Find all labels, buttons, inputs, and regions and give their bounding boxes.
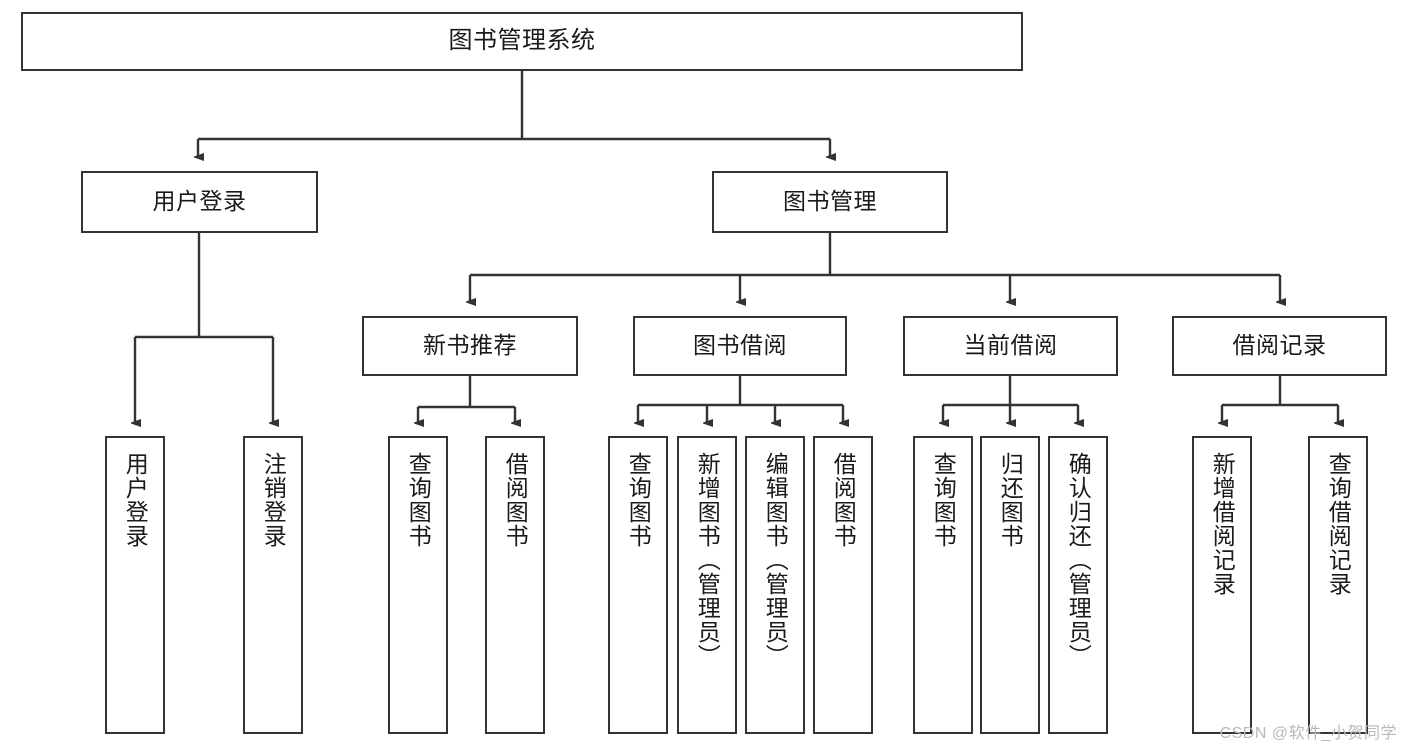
node-user-login[interactable]: 用户登录 bbox=[81, 171, 318, 233]
node-label: 查询图书 bbox=[405, 452, 432, 548]
node-label: 确认归还（管理员） bbox=[1065, 452, 1092, 668]
node-label: 新增借阅记录 bbox=[1209, 452, 1236, 596]
node-label: 查询借阅记录 bbox=[1325, 452, 1352, 596]
node-book-management[interactable]: 图书管理 bbox=[712, 171, 948, 233]
leaf-borrow-books[interactable]: 借阅图书 bbox=[813, 436, 873, 734]
node-label: 借阅图书 bbox=[830, 452, 857, 548]
node-label: 图书管理 bbox=[783, 188, 877, 215]
leaf-query-books-new[interactable]: 查询图书 bbox=[388, 436, 448, 734]
node-book-borrowing[interactable]: 图书借阅 bbox=[633, 316, 847, 376]
leaf-add-borrow-record[interactable]: 新增借阅记录 bbox=[1192, 436, 1252, 734]
node-label: 借阅记录 bbox=[1232, 332, 1327, 359]
node-label: 当前借阅 bbox=[963, 332, 1058, 359]
node-label: 用户登录 bbox=[122, 452, 149, 548]
leaf-add-book-admin[interactable]: 新增图书（管理员） bbox=[677, 436, 737, 734]
leaf-user-login[interactable]: 用户登录 bbox=[105, 436, 165, 734]
node-new-book-recommendation[interactable]: 新书推荐 bbox=[362, 316, 578, 376]
node-label: 归还图书 bbox=[997, 452, 1024, 548]
node-label: 用户登录 bbox=[152, 188, 247, 215]
node-label: 图书借阅 bbox=[693, 332, 787, 359]
leaf-return-books[interactable]: 归还图书 bbox=[980, 436, 1040, 734]
node-borrowing-records[interactable]: 借阅记录 bbox=[1172, 316, 1387, 376]
node-label: 借阅图书 bbox=[502, 452, 529, 548]
node-label: 注销登录 bbox=[260, 452, 287, 548]
leaf-query-books-borrow[interactable]: 查询图书 bbox=[608, 436, 668, 734]
node-label: 新书推荐 bbox=[423, 332, 517, 359]
leaf-query-borrow-record[interactable]: 查询借阅记录 bbox=[1308, 436, 1368, 734]
leaf-edit-book-admin[interactable]: 编辑图书（管理员） bbox=[745, 436, 805, 734]
leaf-confirm-return-admin[interactable]: 确认归还（管理员） bbox=[1048, 436, 1108, 734]
leaf-logout[interactable]: 注销登录 bbox=[243, 436, 303, 734]
node-label: 查询图书 bbox=[625, 452, 652, 548]
node-label: 新增图书（管理员） bbox=[694, 452, 721, 668]
node-current-borrowing[interactable]: 当前借阅 bbox=[903, 316, 1118, 376]
node-root-book-management-system[interactable]: 图书管理系统 bbox=[21, 12, 1023, 71]
node-label: 编辑图书（管理员） bbox=[762, 452, 789, 668]
node-label: 图书管理系统 bbox=[448, 27, 596, 55]
leaf-borrow-books-new[interactable]: 借阅图书 bbox=[485, 436, 545, 734]
watermark: CSDN @软件_小贺同学 bbox=[1219, 725, 1397, 742]
node-label: 查询图书 bbox=[930, 452, 957, 548]
leaf-query-books-current[interactable]: 查询图书 bbox=[913, 436, 973, 734]
